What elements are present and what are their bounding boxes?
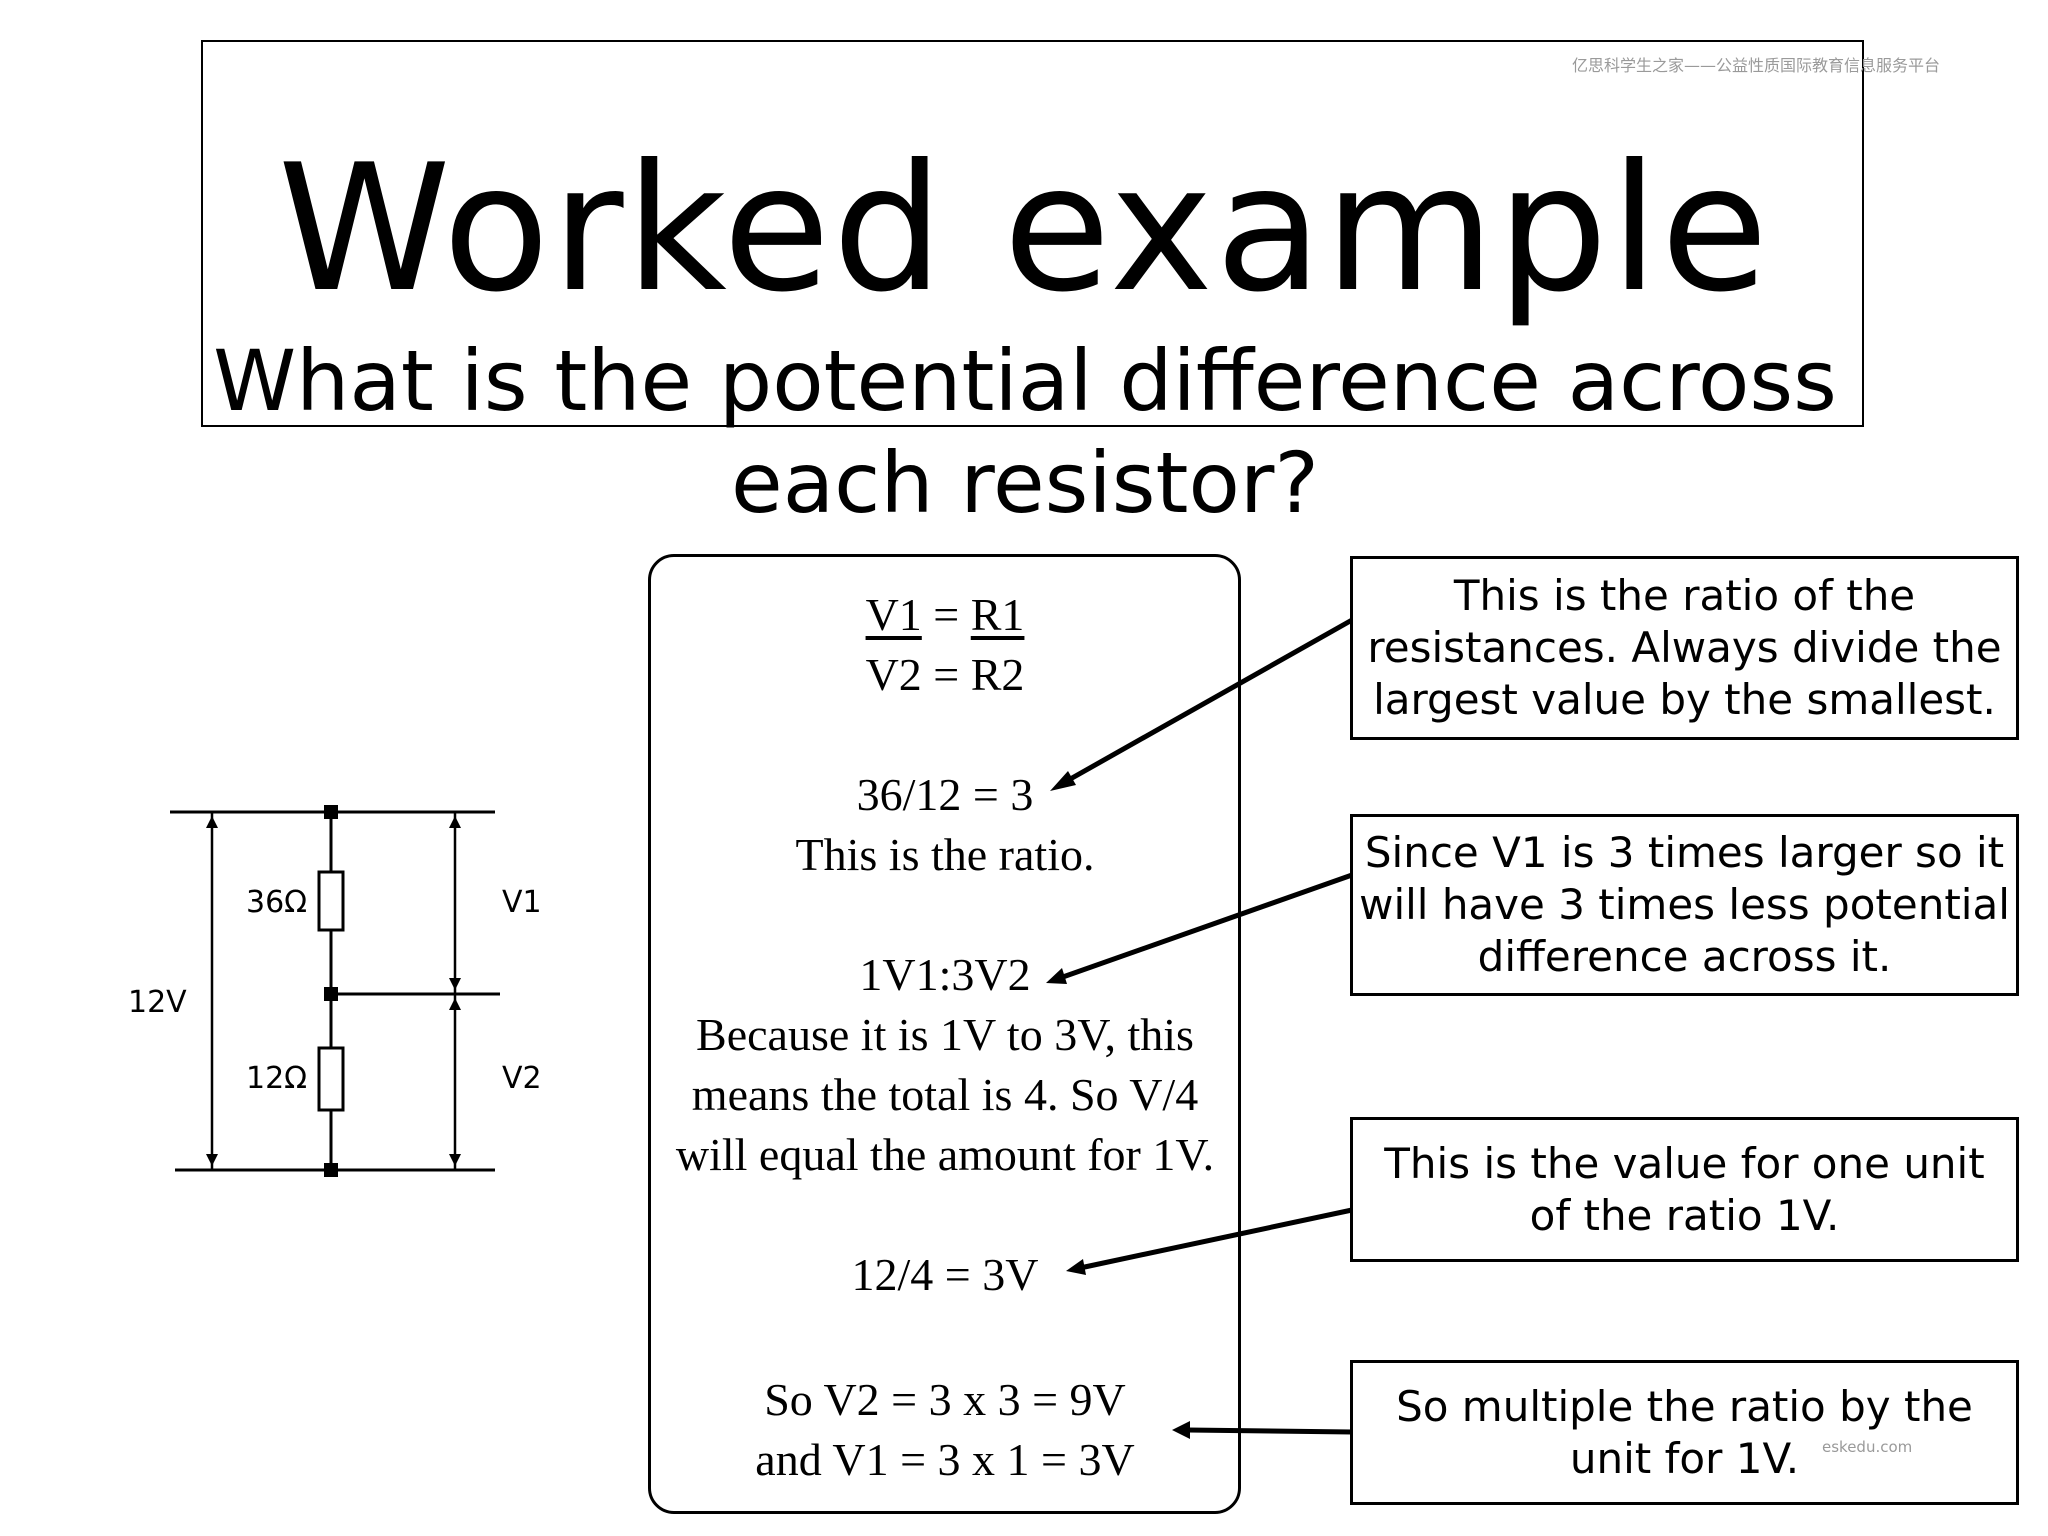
arrow-3 xyxy=(1079,1207,1353,1271)
question-heading: What is the potential difference across … xyxy=(213,332,1837,532)
ratio-equation-bottom: V2 = R2 xyxy=(865,649,1025,700)
note-ratio-explanation: This is the ratio of the resistances. Al… xyxy=(1350,556,2019,740)
v1-term: V1 xyxy=(865,589,922,640)
watermark-text: 亿思科学生之家——公益性质国际教育信息服务平台 xyxy=(1571,56,1940,75)
explanation-text: Because it is 1V to 3V, this means the t… xyxy=(675,1009,1215,1180)
note-unit-value: This is the value for one unit of the ra… xyxy=(1350,1117,2019,1262)
equals-sign: = xyxy=(921,589,971,640)
working-box xyxy=(648,554,1241,1514)
r1-term: R1 xyxy=(970,589,1025,640)
v1-label: V1 xyxy=(502,885,542,920)
ratio-note: This is the ratio. xyxy=(795,829,1095,880)
page-title: Worked example xyxy=(277,128,1771,331)
source-voltage-label: 12V xyxy=(128,985,187,1020)
note-multiply: So multiple the ratio by the unit for 1V… xyxy=(1350,1360,2019,1505)
ratio-equation-top: V1 = R1 xyxy=(650,585,1240,645)
arrow-1 xyxy=(1063,617,1354,785)
title-frame xyxy=(201,40,1864,427)
ratio-form: 1V1:3V2 xyxy=(859,949,1031,1000)
arrow-2 xyxy=(1059,872,1353,981)
arrow-4 xyxy=(1187,1427,1353,1435)
result-v2: So V2 = 3 x 3 = 9V xyxy=(764,1374,1126,1425)
r1-label: 36Ω xyxy=(246,885,307,920)
watermark-url: eskedu.com xyxy=(1822,1438,1913,1456)
circuit-diagram: 12V 36Ω 12Ω V1 V2 xyxy=(128,805,542,1177)
v2-label: V2 xyxy=(502,1061,542,1096)
ratio-calc: 36/12 = 3 xyxy=(856,769,1034,820)
unit-calc: 12/4 = 3V xyxy=(851,1249,1039,1300)
r2-label: 12Ω xyxy=(246,1061,307,1096)
result-v1: and V1 = 3 x 1 = 3V xyxy=(755,1434,1135,1485)
note-v1-larger: Since V1 is 3 times larger so it will ha… xyxy=(1350,814,2019,996)
